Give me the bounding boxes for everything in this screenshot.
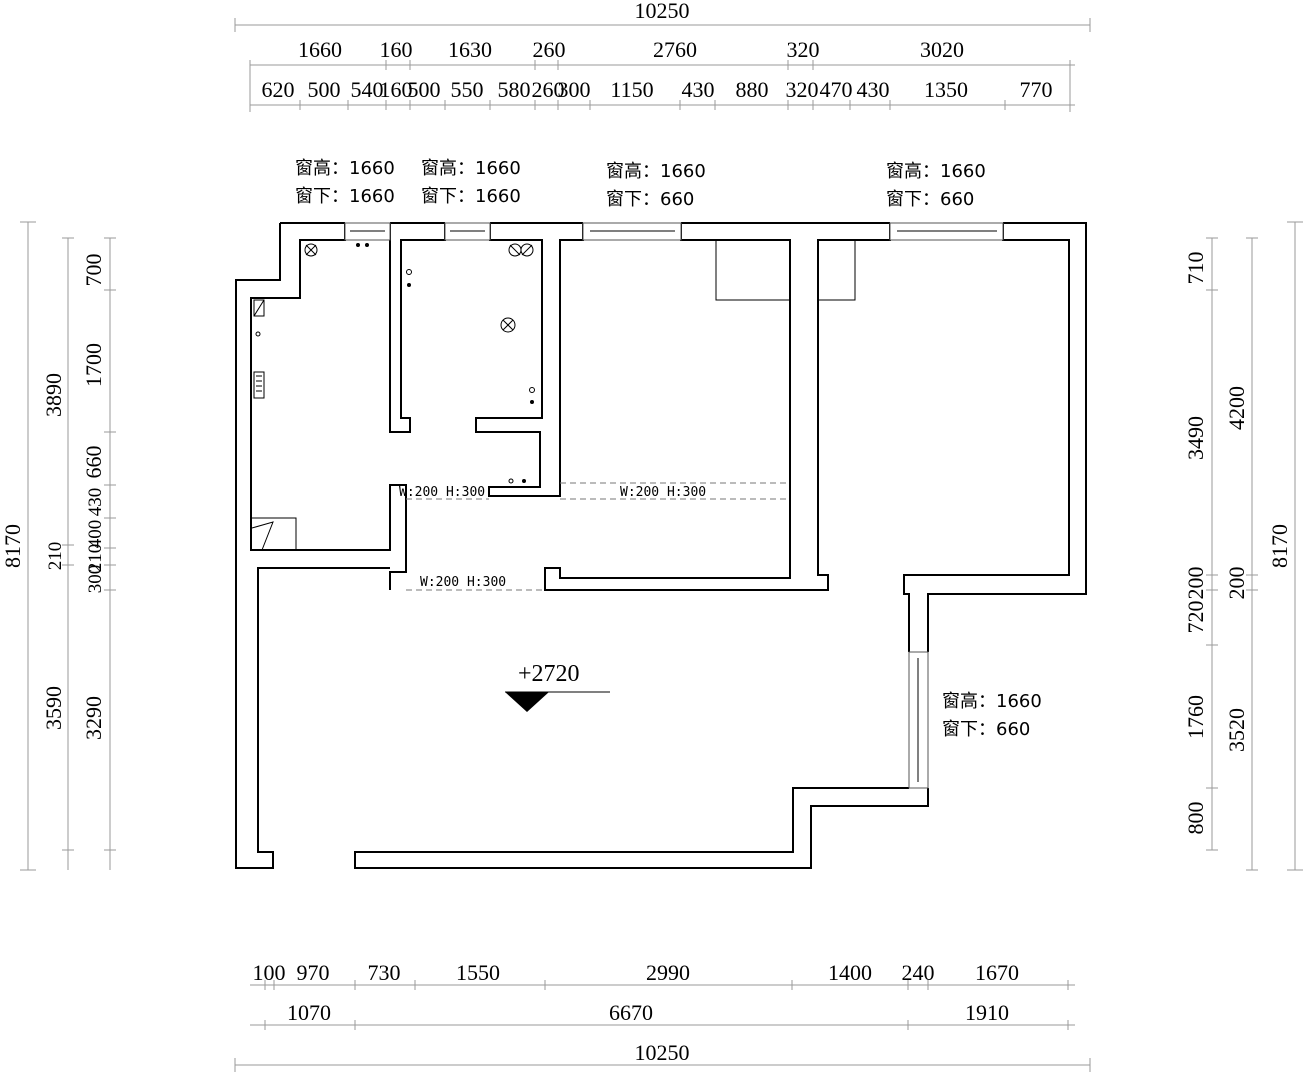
left-inner-dim-2: 660 bbox=[81, 446, 106, 479]
top-dim-2-4: 500 bbox=[408, 77, 441, 102]
top-dim-2-1: 500 bbox=[308, 77, 341, 102]
beams: W:200 H:300 W:200 H:300 W:200 H:300 bbox=[399, 482, 790, 591]
fixtures bbox=[251, 243, 535, 551]
left-inner-dim-6: 300 bbox=[85, 565, 106, 594]
right-mid-dim-2: 3520 bbox=[1224, 708, 1249, 752]
right-mid-dim-1: 200 bbox=[1224, 567, 1249, 600]
left-dimension-group: 8170 3890 210 3590 700 1700 660 430 400 … bbox=[0, 221, 116, 871]
bottom-dim-1-0: 100 bbox=[253, 960, 286, 985]
top-dim-2-5: 550 bbox=[451, 77, 484, 102]
top-dim-2-15: 1350 bbox=[924, 77, 968, 102]
right-inner-dim-1: 3490 bbox=[1183, 416, 1208, 460]
top-dim-1-6: 3020 bbox=[920, 37, 964, 62]
top-dimension-group: 10250 1660 160 1630 260 2760 320 3020 62… bbox=[234, 0, 1091, 112]
right-dimension-group: 710 3490 200 720 1760 800 4200 200 3520 … bbox=[1183, 221, 1303, 871]
walls bbox=[235, 222, 1087, 869]
right-inner-dim-5: 800 bbox=[1183, 802, 1208, 835]
top-dim-1-5: 320 bbox=[787, 37, 820, 62]
window-note-5-sill: 窗下：660 bbox=[942, 719, 1030, 740]
elevation-label: +2720 bbox=[518, 661, 580, 687]
top-dim-2-9: 1150 bbox=[610, 77, 653, 102]
left-overall-dim: 8170 bbox=[0, 524, 25, 568]
left-inner-dim-3: 430 bbox=[85, 488, 106, 517]
window-note-2-sill: 窗下：1660 bbox=[421, 186, 521, 207]
top-dim-2-2: 540 bbox=[351, 77, 384, 102]
left-inner-dim-1: 1700 bbox=[81, 343, 106, 387]
bottom-dim-1-4: 2990 bbox=[646, 960, 690, 985]
elevation-marker: +2720 bbox=[505, 661, 610, 712]
right-inner-dim-3: 720 bbox=[1183, 601, 1208, 634]
top-dim-2-14: 430 bbox=[857, 77, 890, 102]
right-inner-dim-0: 710 bbox=[1183, 252, 1208, 285]
top-dim-1-2: 1630 bbox=[448, 37, 492, 62]
bottom-dim-2-2: 1910 bbox=[965, 1000, 1009, 1025]
right-mid-dim-0: 4200 bbox=[1224, 386, 1249, 430]
window-note-4-sill: 窗下：660 bbox=[886, 189, 974, 210]
exterior-wall-outline bbox=[235, 222, 1087, 869]
left-mid-dim-0: 3890 bbox=[41, 373, 66, 417]
window-notes: 窗高：1660 窗下：1660 窗高：1660 窗下：1660 窗高：1660 … bbox=[295, 158, 1042, 740]
top-dim-2-11: 880 bbox=[736, 77, 769, 102]
window-note-3-height: 窗高：1660 bbox=[606, 161, 706, 182]
top-dim-2-16: 770 bbox=[1020, 77, 1053, 102]
beam-label-3: W:200 H:300 bbox=[420, 575, 506, 590]
right-inner-dim-4: 1760 bbox=[1183, 695, 1208, 739]
column-block-2 bbox=[817, 239, 856, 301]
bottom-overall-dim: 10250 bbox=[635, 1040, 690, 1065]
top-dim-2-8: 300 bbox=[558, 77, 591, 102]
top-dim-1-1: 160 bbox=[380, 37, 413, 62]
bottom-dim-1-6: 240 bbox=[902, 960, 935, 985]
top-dim-1-3: 260 bbox=[533, 37, 566, 62]
top-dim-1-0: 1660 bbox=[298, 37, 342, 62]
column-block-1 bbox=[715, 239, 791, 301]
left-inner-dim-4: 400 bbox=[85, 520, 106, 549]
window-note-3-sill: 窗下：660 bbox=[606, 189, 694, 210]
window-note-2-height: 窗高：1660 bbox=[421, 158, 521, 179]
window-note-1-height: 窗高：1660 bbox=[295, 158, 395, 179]
left-inner-dim-7: 3290 bbox=[81, 696, 106, 740]
top-dim-2-0: 620 bbox=[262, 77, 295, 102]
right-inner-dim-2: 200 bbox=[1183, 567, 1208, 600]
top-overall-dim: 10250 bbox=[635, 0, 690, 23]
top-dim-2-7: 260 bbox=[532, 77, 565, 102]
bottom-dimension-group: 100 970 730 1550 2990 1400 240 1670 1070… bbox=[234, 960, 1091, 1072]
top-dim-2-10: 430 bbox=[682, 77, 715, 102]
right-overall-dim: 8170 bbox=[1267, 524, 1292, 568]
top-dim-2-12: 320 bbox=[786, 77, 819, 102]
window-note-4-height: 窗高：1660 bbox=[886, 161, 986, 182]
top-dim-1-4: 2760 bbox=[653, 37, 697, 62]
elevation-triangle-icon bbox=[505, 692, 549, 712]
window-note-5-height: 窗高：1660 bbox=[942, 691, 1042, 712]
bottom-dim-2-1: 6670 bbox=[609, 1000, 653, 1025]
beam-label-1: W:200 H:300 bbox=[399, 485, 485, 500]
left-mid-dim-2: 3590 bbox=[41, 686, 66, 730]
bottom-dim-1-1: 970 bbox=[297, 960, 330, 985]
left-inner-dim-5: 210 bbox=[85, 544, 106, 573]
left-mid-dim-1: 210 bbox=[45, 542, 66, 571]
bottom-dim-1-5: 1400 bbox=[828, 960, 872, 985]
top-dim-2-3: 160 bbox=[380, 77, 413, 102]
beam-label-2: W:200 H:300 bbox=[620, 485, 706, 500]
left-inner-dim-0: 700 bbox=[81, 254, 106, 287]
bottom-dim-1-2: 730 bbox=[368, 960, 401, 985]
bottom-dim-1-7: 1670 bbox=[975, 960, 1019, 985]
top-dim-2-13: 470 bbox=[820, 77, 853, 102]
window-note-1-sill: 窗下：1660 bbox=[295, 186, 395, 207]
top-dim-2-6: 580 bbox=[498, 77, 531, 102]
bottom-dim-1-3: 1550 bbox=[456, 960, 500, 985]
bottom-dim-2-0: 1070 bbox=[287, 1000, 331, 1025]
